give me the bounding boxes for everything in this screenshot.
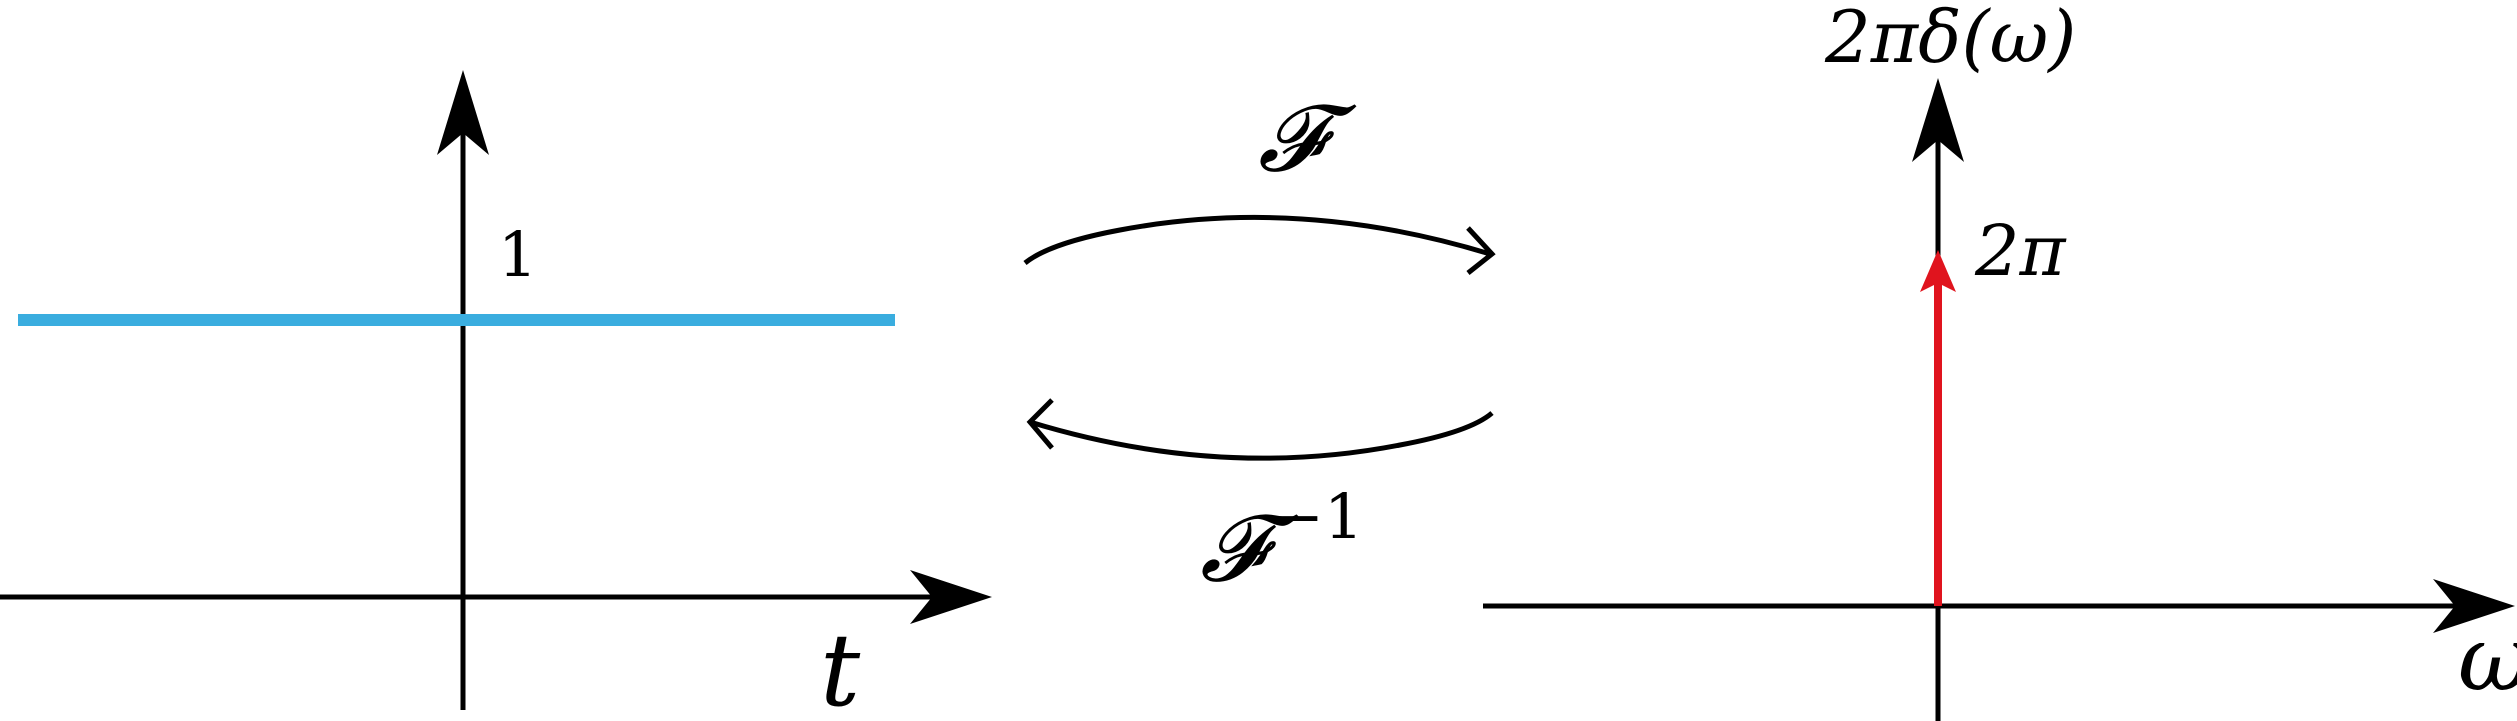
level-label: 1 [498, 218, 537, 291]
inverse-transform-exponent: −1 [1272, 480, 1363, 553]
inverse-arrow-head [1026, 398, 1054, 450]
forward-transform-label: 𝓕 [1258, 85, 1357, 192]
left-x-axis-arrowhead [910, 570, 992, 624]
right-plot: 2π 2πδ(ω) ω [1483, 0, 2517, 721]
inverse-transform-arrow [1029, 411, 1494, 461]
left-x-axis-label: t [820, 612, 861, 721]
forward-transform-arrow [1023, 214, 1491, 265]
right-y-axis-label: 2πδ(ω) [1824, 0, 2076, 79]
left-y-axis-arrowhead [437, 70, 489, 155]
impulse-arrowhead [1920, 250, 1956, 292]
transform-arrows: 𝓕 𝓕 −1 [1023, 85, 1496, 602]
right-x-axis-arrowhead [2433, 579, 2515, 633]
right-x-axis-label: ω [2458, 607, 2517, 712]
left-plot: 1 t [0, 70, 992, 721]
forward-arrow-head [1466, 226, 1496, 275]
impulse-label: 2π [1974, 210, 2068, 292]
right-y-axis-arrowhead [1912, 78, 1964, 162]
